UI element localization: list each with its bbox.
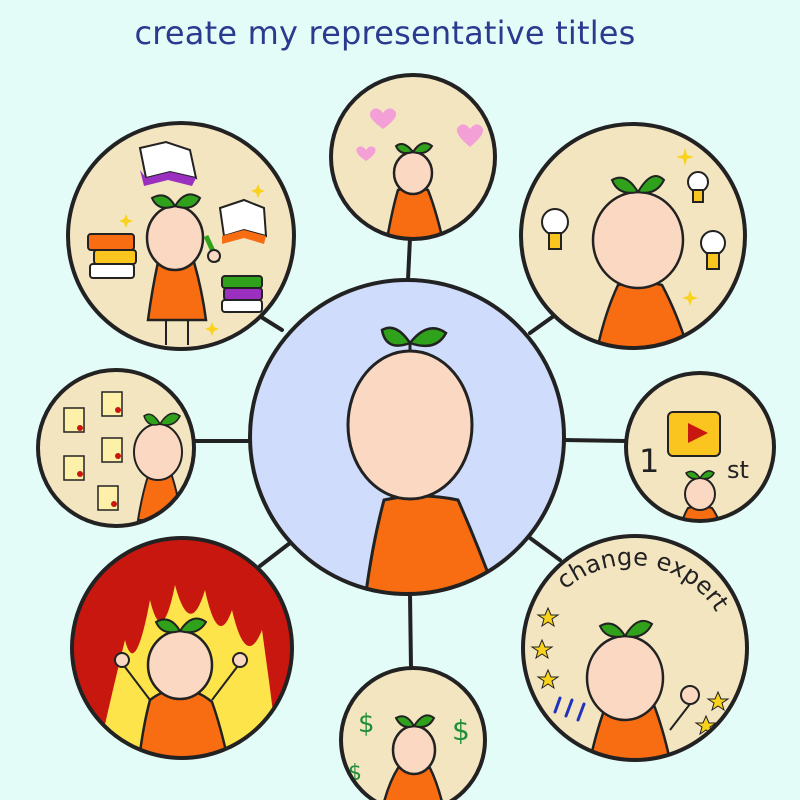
node-bottom: $ $ $ <box>339 666 487 800</box>
rank-suffix: st <box>727 456 749 484</box>
heart-icon <box>356 146 376 161</box>
page-title: create my representative titles <box>134 14 636 52</box>
connector-bottom-right <box>528 536 562 562</box>
star-icon <box>706 690 730 712</box>
node-top-right <box>519 122 747 350</box>
wave-hand-icon <box>680 685 700 705</box>
connector-right <box>561 438 628 443</box>
connector-bottom-left <box>258 541 292 568</box>
star-icon <box>530 638 554 660</box>
sparkle-icon <box>205 322 219 336</box>
node-right: 1 st <box>624 371 776 523</box>
book-icon <box>87 233 137 279</box>
heart-icon <box>369 108 397 129</box>
node-left <box>36 368 196 528</box>
node-bottom-left <box>70 536 294 760</box>
connector-bottom <box>408 592 413 670</box>
sparkle-icon <box>676 148 694 166</box>
dollar-icon: $ <box>358 709 375 739</box>
book-icon <box>138 140 198 186</box>
lightbulb-icon <box>687 171 709 203</box>
dollar-icon: $ <box>452 714 470 747</box>
star-icon <box>536 606 560 628</box>
book-icon <box>221 275 263 313</box>
node-top-left <box>66 121 296 351</box>
sparkle-icon <box>119 214 133 228</box>
center-node <box>248 278 566 596</box>
node-top <box>329 73 497 241</box>
node-bottom-right: change expert <box>521 534 749 762</box>
sparkle-icon <box>251 184 265 198</box>
book-icon <box>218 198 268 244</box>
rank-number: 1 <box>639 442 659 480</box>
connector-top <box>406 236 412 282</box>
sparkle-icon <box>682 290 698 306</box>
lightbulb-icon <box>700 230 726 270</box>
heart-icon <box>456 124 484 147</box>
star-icon <box>536 668 560 690</box>
lightbulb-icon <box>541 208 569 250</box>
star-icon <box>694 714 718 736</box>
